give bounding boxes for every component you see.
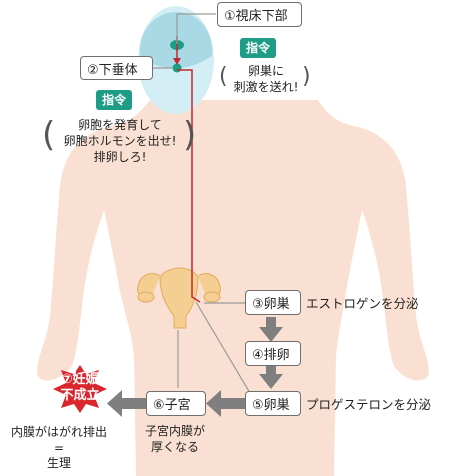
signal-arrow-head — [173, 58, 181, 65]
step-ovary-progesterone: ⑤卵巣 — [245, 391, 301, 416]
outcome-burst-line-2: 不成立 — [60, 388, 100, 403]
result-line-3: 生理 — [46, 456, 71, 470]
order-2-bracket-left: ( — [42, 115, 56, 155]
step-hypothalamus: ①視床下部 — [217, 2, 302, 27]
step-pituitary: ②下垂体 — [80, 56, 153, 80]
uterus-note-line-2: 厚くなる — [150, 440, 199, 454]
uterus-illustration — [137, 267, 221, 329]
order-tag-1: 指令 — [240, 38, 276, 58]
step-ovary-estrogen: ③卵巣 — [245, 290, 301, 315]
step-ovulation: ④排卵 — [245, 341, 301, 366]
outcome-burst — [53, 365, 107, 413]
order-1-bracket-left: ( — [219, 64, 228, 89]
order-1-line-2: 刺激を送れ! — [233, 80, 299, 94]
order-2-line-3: 排卵しろ! — [93, 150, 147, 164]
order-tag-2: 指令 — [96, 90, 132, 110]
flow-arrows — [107, 317, 283, 417]
result-line-1: 内膜がはがれ排出 — [10, 425, 107, 439]
uterus-note-line-1: 子宮内膜が — [144, 424, 205, 438]
body-silhouette — [37, 100, 429, 476]
order-2-line-1: 卵胞を発育して — [78, 118, 162, 132]
step-uterus: ⑥子宮 — [146, 391, 206, 416]
result-line-2: = — [53, 441, 65, 455]
connector-lines — [153, 13, 251, 394]
order-2-bracket-right: ) — [183, 115, 197, 155]
order-1-line-1: 卵巣に — [247, 64, 284, 78]
outcome-burst-line-1: ⑦妊娠 — [61, 372, 99, 387]
order-1-bracket-right: ) — [302, 64, 311, 89]
progesterone-label: プロゲステロンを分泌 — [306, 397, 432, 412]
order-2-line-2: 卵胞ホルモンを出せ! — [63, 134, 177, 148]
brain — [139, 12, 213, 68]
estrogen-label: エストロゲンを分泌 — [306, 296, 419, 311]
